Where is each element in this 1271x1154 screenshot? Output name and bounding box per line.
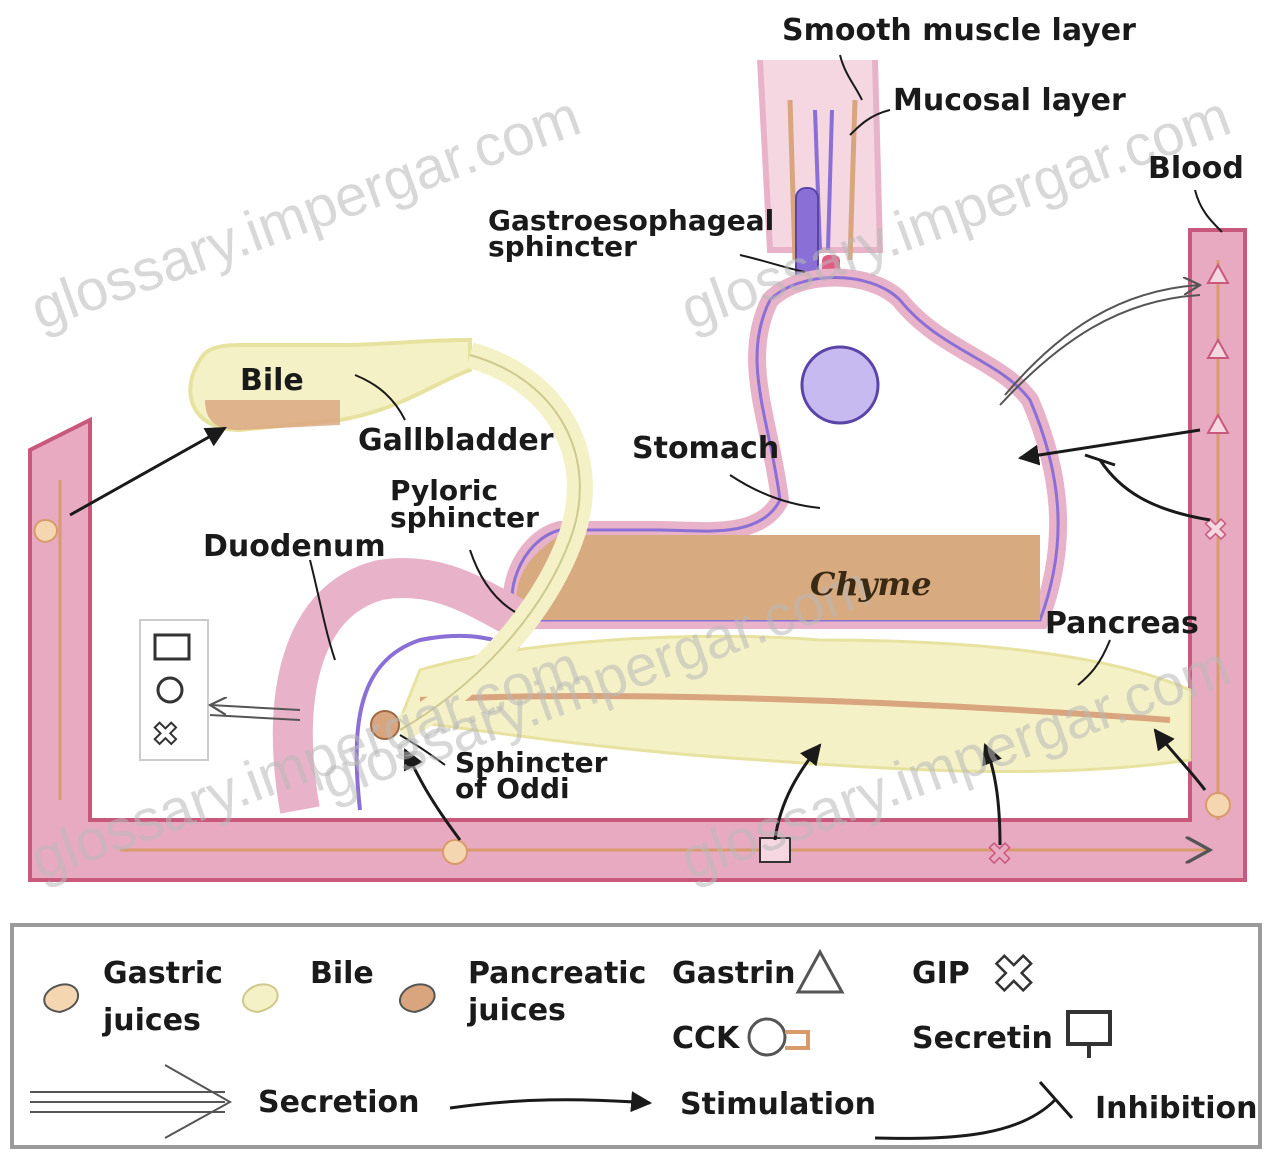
duodenum-hormone-box: ✖ [140, 620, 208, 760]
label-blood: Blood [1148, 151, 1244, 186]
label-smooth-muscle: Smooth muscle layer [782, 13, 1136, 48]
legend-secretion: Secretion [258, 1085, 419, 1120]
label-gallbladder: Gallbladder [358, 423, 554, 458]
legend-cck: CCK [672, 1021, 741, 1056]
label-mucosal: Mucosal layer [893, 83, 1126, 118]
label-chyme: Chyme [810, 565, 932, 603]
label-pyloric-2: sphincter [390, 501, 539, 534]
legend-gastrin: Gastrin [672, 956, 796, 991]
label-pancreas: Pancreas [1045, 606, 1199, 641]
legend-gastric-2: juices [102, 1003, 201, 1038]
gastric-drop-left [34, 520, 57, 542]
stomach [512, 278, 1058, 621]
cck-marker-vessel [443, 840, 467, 864]
legend-gip: GIP [912, 956, 970, 991]
legend-secretin: Secretin [912, 1021, 1053, 1056]
cck-marker-right [1206, 793, 1230, 817]
legend-gastric-1: Gastric [103, 956, 223, 991]
label-ge-sphincter-2: sphincter [488, 230, 637, 263]
label-stomach: Stomach [632, 431, 779, 466]
legend-secretin-icon [1068, 1012, 1110, 1044]
legend-pancreatic-2: juices [467, 993, 566, 1028]
legend-pancreatic-1: Pancreatic [468, 956, 646, 991]
legend-stimulation: Stimulation [680, 1087, 876, 1122]
legend-bile: Bile [310, 956, 374, 991]
legend: Gastric juices Bile Pancreatic juices Ga… [12, 925, 1260, 1147]
legend-inhibition: Inhibition [1095, 1091, 1258, 1126]
label-duodenum: Duodenum [203, 529, 386, 564]
legend-gip-icon: ✖ [992, 945, 1036, 1005]
svg-text:✖: ✖ [152, 715, 179, 753]
label-oddi-2: of Oddi [455, 772, 570, 805]
label-bile: Bile [240, 363, 304, 398]
